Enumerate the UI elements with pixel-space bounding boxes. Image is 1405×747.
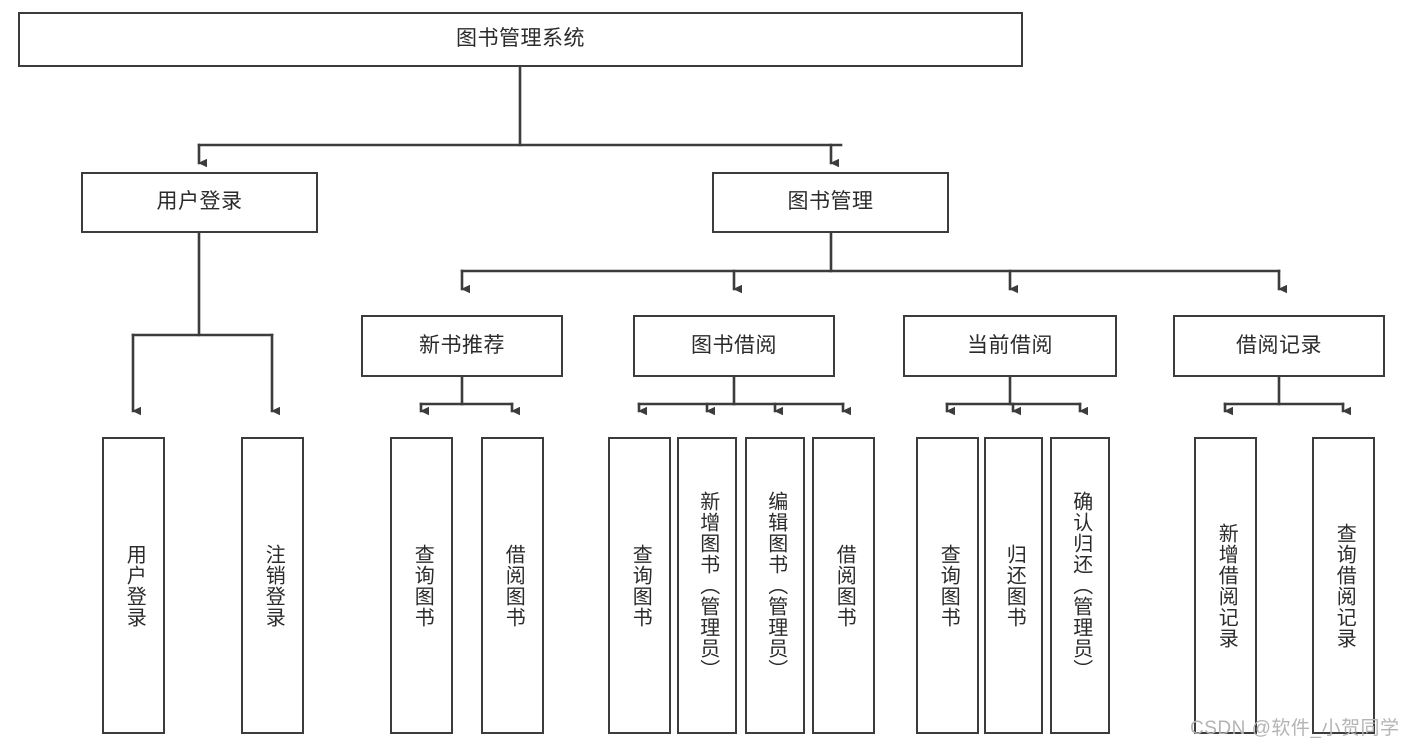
node-borrow-record[interactable]: 借阅记录: [1173, 315, 1385, 377]
node-leaf-query-book-1[interactable]: 查询图书: [390, 437, 453, 734]
edges-book-manage-to-level3: [460, 231, 1287, 294]
node-user-login-label: 用户登录: [156, 190, 243, 214]
edges-new-book-recommend-to-leaves: [419, 375, 520, 416]
node-leaf-add-book[interactable]: 新增图书（管理员）: [677, 437, 737, 734]
node-book-borrow-label: 图书借阅: [691, 333, 777, 357]
node-book-borrow[interactable]: 图书借阅: [633, 315, 835, 377]
node-leaf-add-borrow-record-label: 新增借阅记录: [1215, 522, 1238, 649]
node-leaf-query-book-1-label: 查询图书: [411, 543, 434, 628]
node-leaf-logout-label: 注销登录: [262, 543, 285, 628]
node-leaf-borrow-book-1-label: 借阅图书: [502, 543, 525, 628]
node-leaf-query-borrow-record-label: 查询借阅记录: [1333, 522, 1356, 649]
node-leaf-user-login[interactable]: 用户登录: [102, 437, 165, 734]
edges-user-login-to-leaves: [131, 231, 280, 416]
node-root-label: 图书管理系统: [456, 27, 585, 51]
edges-book-borrow-to-leaves: [637, 375, 851, 416]
node-current-borrow[interactable]: 当前借阅: [903, 315, 1117, 377]
node-leaf-query-borrow-record[interactable]: 查询借阅记录: [1312, 437, 1375, 734]
node-leaf-add-borrow-record[interactable]: 新增借阅记录: [1194, 437, 1257, 734]
node-leaf-confirm-return[interactable]: 确认归还（管理员）: [1050, 437, 1110, 734]
edges-borrow-record-to-leaves: [1223, 375, 1351, 416]
node-leaf-return-book-label: 归还图书: [1003, 543, 1026, 628]
node-leaf-edit-book[interactable]: 编辑图书（管理员）: [745, 437, 805, 734]
node-leaf-query-book-3-label: 查询图书: [937, 543, 960, 628]
node-book-manage[interactable]: 图书管理: [712, 172, 949, 233]
edges-root-to-level2: [197, 65, 843, 168]
node-leaf-edit-book-label: 编辑图书（管理员）: [764, 491, 787, 680]
node-borrow-record-label: 借阅记录: [1236, 333, 1322, 357]
node-new-book-recommend[interactable]: 新书推荐: [361, 315, 563, 377]
node-leaf-confirm-return-label: 确认归还（管理员）: [1069, 491, 1092, 680]
node-leaf-borrow-book-2-label: 借阅图书: [833, 543, 856, 628]
edges-current-borrow-to-leaves: [945, 375, 1088, 416]
node-current-borrow-label: 当前借阅: [967, 333, 1053, 357]
node-book-manage-label: 图书管理: [787, 190, 874, 214]
node-root[interactable]: 图书管理系统: [18, 12, 1023, 67]
node-leaf-logout[interactable]: 注销登录: [241, 437, 304, 734]
node-leaf-query-book-2[interactable]: 查询图书: [608, 437, 671, 734]
node-leaf-return-book[interactable]: 归还图书: [984, 437, 1043, 734]
node-leaf-borrow-book-2[interactable]: 借阅图书: [812, 437, 875, 734]
node-leaf-add-book-label: 新增图书（管理员）: [696, 491, 719, 680]
node-user-login[interactable]: 用户登录: [81, 172, 318, 233]
node-leaf-query-book-2-label: 查询图书: [629, 543, 652, 628]
node-leaf-user-login-label: 用户登录: [123, 543, 146, 628]
node-new-book-recommend-label: 新书推荐: [419, 333, 505, 357]
node-leaf-query-book-3[interactable]: 查询图书: [916, 437, 979, 734]
node-leaf-borrow-book-1[interactable]: 借阅图书: [481, 437, 544, 734]
